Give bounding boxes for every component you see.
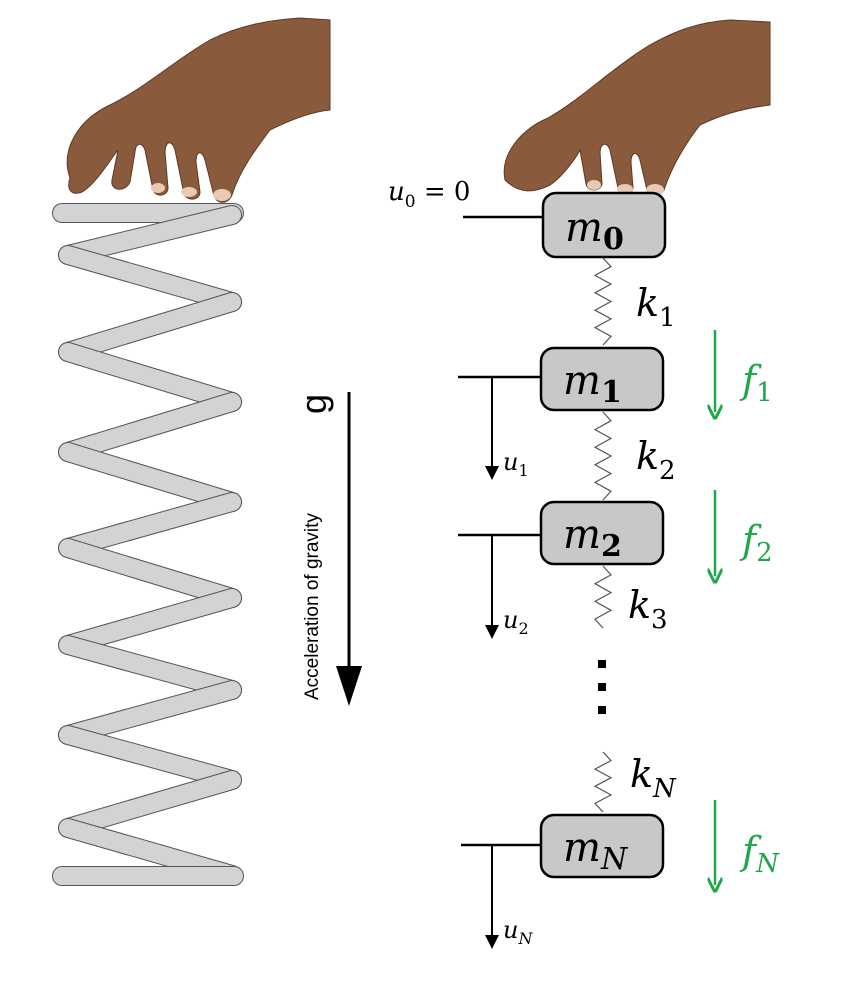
- mass-mN: mN: [539, 813, 665, 879]
- right-hand-icon: [503, 19, 771, 197]
- left-hand-icon: [66, 17, 331, 203]
- spring-label-k2: k2: [636, 434, 676, 486]
- svg-text:u2: u2: [503, 606, 529, 638]
- svg-text:m1: m1: [563, 358, 622, 410]
- coil-spring-icon: [52, 203, 244, 886]
- zigzag-spring-icon: [593, 411, 613, 501]
- ellipsis-icon: [598, 660, 606, 714]
- force-label-f2: f2: [739, 518, 773, 568]
- svg-text:mN: mN: [563, 825, 629, 877]
- mass-m1: m1: [539, 346, 665, 412]
- gravity-symbol: g: [293, 394, 334, 414]
- displacement-u1: u1: [458, 375, 541, 480]
- zigzag-springs: [593, 257, 613, 813]
- zigzag-spring-icon: [593, 565, 613, 629]
- displacement-u2: u2: [458, 533, 541, 639]
- zigzag-spring-icon: [593, 257, 613, 346]
- mass-m0: m0: [541, 191, 667, 259]
- spring-label-k3: k3: [628, 583, 668, 635]
- gravity-label: Acceleration of gravity: [302, 513, 323, 700]
- zigzag-spring-icon: [593, 751, 613, 813]
- gravity-arrowhead: [336, 666, 362, 706]
- displacement-uN: uN: [461, 843, 541, 949]
- svg-text:uN: uN: [503, 916, 533, 948]
- spring-label-kN: kN: [630, 752, 677, 804]
- svg-text:m0: m0: [565, 205, 624, 257]
- gravity-indicator: Acceleration of gravity g: [293, 392, 362, 706]
- mass-m2: m2: [539, 500, 665, 566]
- force-label-f1: f1: [739, 358, 773, 408]
- svg-text:m2: m2: [563, 512, 622, 564]
- boundary-label: u0 = 0: [388, 177, 470, 212]
- force-label-fN: fN: [739, 829, 780, 879]
- svg-text:u1: u1: [503, 448, 529, 480]
- spring-label-k1: k1: [636, 281, 676, 333]
